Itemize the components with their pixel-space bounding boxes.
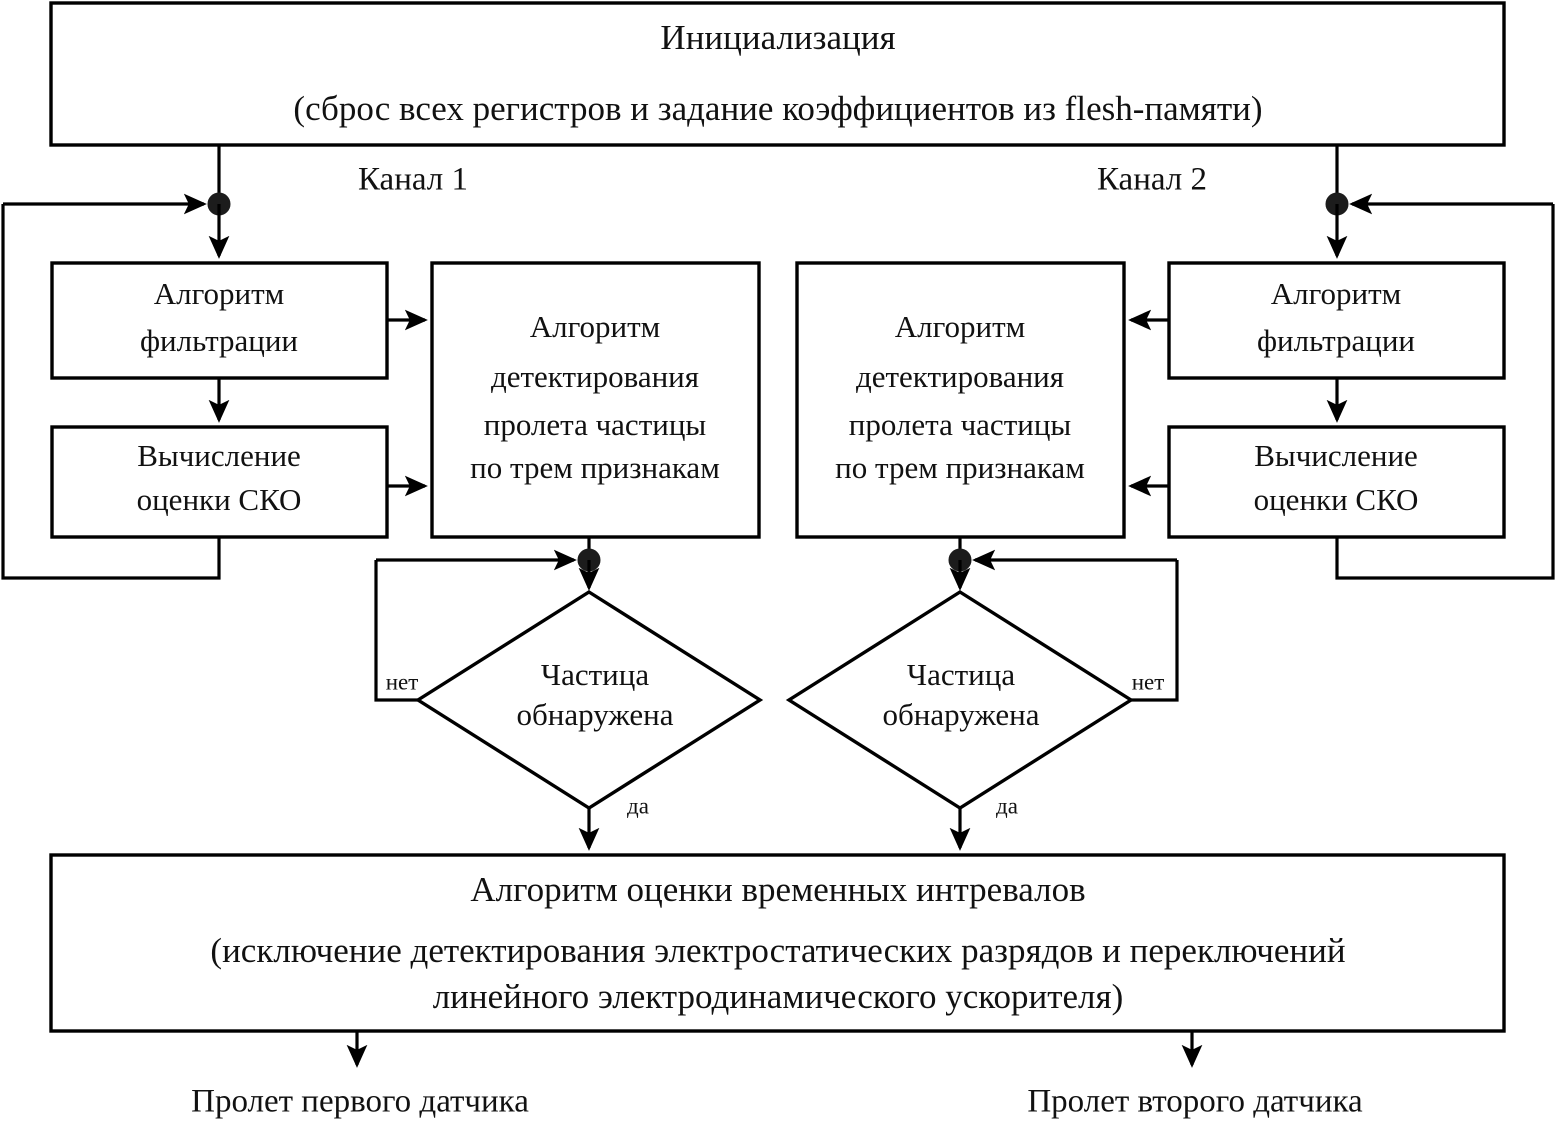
output-second-sensor-label: Пролет второго датчика [1027,1084,1363,1120]
ch2-rms-line2: оценки СКО [1254,482,1419,517]
ch2-detect-line3: пролета частицы [849,407,1072,442]
ch2-yes-label: да [996,793,1018,818]
ch2-detect-line4: по трем признакам [835,450,1085,485]
channel-2-label: Канал 2 [1097,162,1207,198]
ch2-detect-line1: Алгоритм [895,309,1026,344]
ch2-rms-box [1167,425,1506,539]
ch2-no-branch-path [1131,560,1179,702]
ch2-decision-line1: Частица [907,657,1015,692]
ch2-decision-line2: обнаружена [883,697,1040,732]
initialization-box [49,1,1506,147]
ch1-decision-line2: обнаружена [517,697,674,732]
initialization-subtitle: (сброс всех регистров и задание коэффици… [293,89,1262,128]
ch1-outer-feedback-loop [1,204,221,580]
final-algorithm-box [49,853,1506,1033]
ch1-detect-box [430,261,761,539]
ch2-detect-box [795,261,1126,539]
ch1-detect-line4: по трем признакам [470,450,720,485]
ch2-filter-line1: Алгоритм [1271,276,1402,311]
ch2-no-label: нет [1132,669,1165,694]
ch1-yes-label: да [627,793,649,818]
ch1-detect-line2: детектирования [491,359,699,394]
ch1-detect-line3: пролета частицы [484,407,707,442]
ch2-outer-feedback-loop [1335,204,1555,580]
ch2-filter-line2: фильтрации [1257,323,1415,358]
final-line2: (исключение детектирования электростатич… [210,931,1345,970]
ch1-no-label: нет [386,669,419,694]
ch1-no-branch-path [374,560,418,702]
final-line3: линейного электродинамического ускорител… [433,977,1124,1016]
ch1-filter-line2: фильтрации [140,323,298,358]
ch1-rms-line1: Вычисление [137,438,301,473]
ch2-detect-line2: детектирования [856,359,1064,394]
ch2-rms-line1: Вычисление [1254,438,1418,473]
ch1-rms-box [50,425,389,539]
channel-1-label: Канал 1 [358,162,468,198]
initialization-title: Инициализация [660,18,895,57]
ch1-rms-line2: оценки СКО [137,482,302,517]
ch1-decision-line1: Частица [541,657,649,692]
ch1-filter-line1: Алгоритм [154,276,285,311]
ch1-detect-line1: Алгоритм [530,309,661,344]
output-first-sensor-label: Пролет первого датчика [191,1084,529,1120]
ch2-filter-box [1167,261,1506,380]
final-line1: Алгоритм оценки временных интревалов [470,870,1085,909]
